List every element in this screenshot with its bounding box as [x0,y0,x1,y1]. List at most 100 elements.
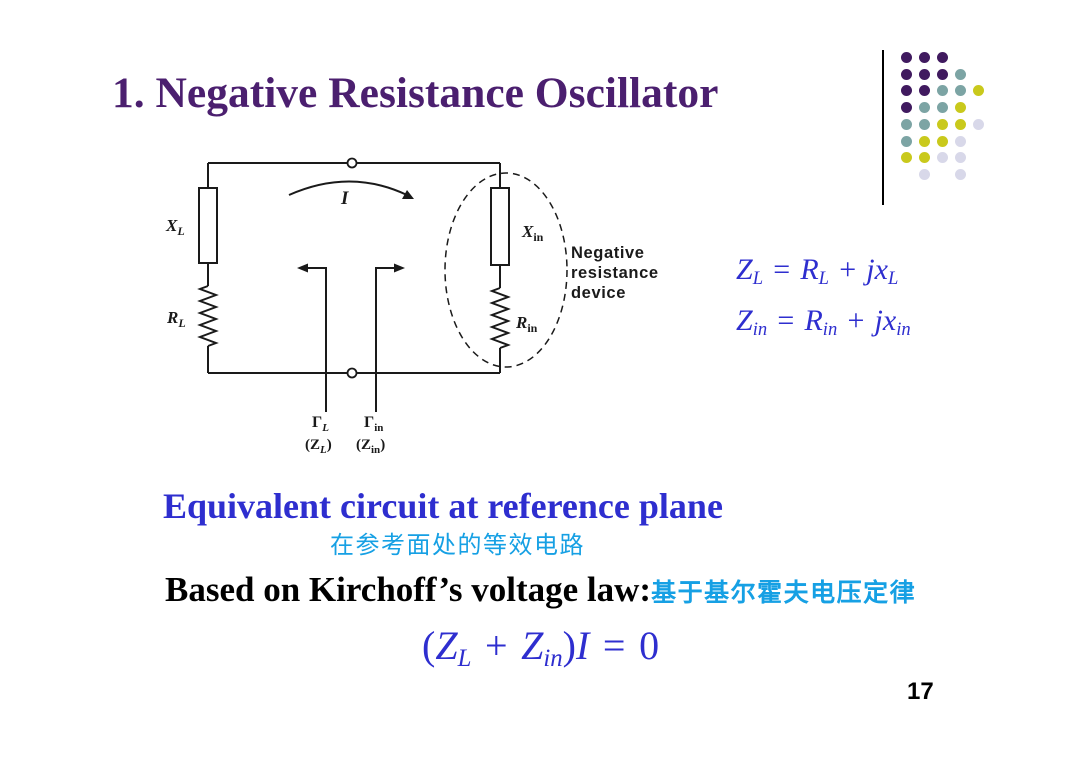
device-reactance-subscript: in [533,230,543,244]
decorative-dot [901,136,912,147]
device-label-line-3: device [571,284,626,302]
kvl-open-paren: ( [422,623,436,668]
device-resistance-label: Rin [515,313,538,335]
decorative-dot [919,169,930,180]
load-resistance-subscript: L [177,316,185,330]
device-label-line-2: resistance [571,264,659,282]
kvl-equals: = [602,623,626,668]
decorative-dot [919,85,930,96]
current-arrow [288,180,408,196]
load-impedance-subscript: L [319,444,327,456]
decorative-dot [937,136,948,147]
page-number: 17 [907,678,934,705]
zl-lhs-subscript: L [752,268,764,290]
current-label: I [340,188,349,209]
zl-lhs: Z [736,253,753,286]
input-reference-line [375,267,396,412]
device-resistor [489,287,511,349]
decorative-dot [901,69,912,80]
input-reflection-symbol: Γ [364,414,374,431]
load-reflection-subscript: L [321,422,329,434]
load-impedance-equation: Z L = R L + jx L [736,253,898,290]
decorative-dot-grid [901,52,985,182]
zl-real-part: R [800,253,819,286]
decorative-dot [919,136,930,147]
decorative-dot [973,85,984,96]
decorative-dot [937,69,948,80]
decorative-dot [901,102,912,113]
decorative-dot [901,152,912,163]
decorative-dot [937,52,948,63]
decorative-dot [937,102,948,113]
decorative-dot [955,169,966,180]
decorative-dot [919,52,930,63]
zin-lhs: Z [736,304,753,337]
input-impedance-close: ) [380,437,385,453]
decorative-dot [901,52,912,63]
kvl-z1-subscript: L [457,644,472,672]
load-impedance-open: (Z [305,437,320,453]
load-reactance-symbol: X [165,216,178,235]
input-reference-arrowhead [394,263,405,273]
top-terminal [346,157,358,169]
decorative-dot [955,119,966,130]
kvl-plus: + [484,623,508,668]
device-reactance-element [490,187,510,266]
load-resistor [197,285,219,347]
bottom-terminal [346,367,358,379]
device-reactance-label: Xin [521,222,544,244]
decorative-dot [955,69,966,80]
input-reflection-label: Γin [364,414,383,434]
zin-real-part: R [804,304,823,337]
kvl-statement: Based on Kirchoff’s voltage law: 基于基尔霍夫电… [165,572,916,607]
kvl-z2: Z [521,623,544,668]
device-reactance-symbol: X [521,222,534,241]
zin-real-subscript: in [822,319,838,341]
input-impedance-equation: Z in = R in + jx in [736,304,911,341]
decorative-dot [919,69,930,80]
decorative-dot [901,85,912,96]
decorative-dot [955,102,966,113]
zin-imag-part: jx [874,304,897,337]
circuit-wiring [197,162,511,374]
kvl-statement-chinese: 基于基尔霍夫电压定律 [651,578,917,607]
load-reactance-label: XL [165,216,185,238]
zin-equals: = [777,304,795,337]
decorative-dot [955,152,966,163]
diagram-caption: Equivalent circuit at reference plane [163,486,723,526]
kvl-statement-text: Based on Kirchoff’s voltage law: [165,570,652,609]
decorative-dot [937,85,948,96]
load-reference-arrowhead [297,263,308,273]
equivalent-circuit-diagram: XL RL Xin Rin I Negative resistance devi… [165,157,659,456]
decorative-dot [955,136,966,147]
slide-title: 1. Negative Resistance Oscillator [112,69,719,117]
decorative-dot [937,119,948,130]
decorative-dot [937,152,948,163]
decorative-dot [919,152,930,163]
zl-equals: = [773,253,791,286]
decorative-dot [901,119,912,130]
load-reflection-label: ΓL [312,414,329,434]
current-arrowhead [402,190,414,199]
load-reactance-element [198,187,218,264]
diagram-caption-chinese: 在参考面处的等效电路 [330,531,585,559]
zl-imag-part: jx [866,253,888,286]
kvl-close-paren: ) [562,623,576,668]
decorative-dot [973,119,984,130]
zin-lhs-subscript: in [752,319,768,341]
load-impedance-label: (ZL) [305,437,332,456]
zl-imag-subscript: L [887,268,899,290]
kvl-current: I [576,623,590,668]
header-divider [882,50,884,205]
input-impedance-label: (Zin) [356,437,385,456]
load-impedance-close: ) [327,437,332,453]
load-resistance-label: RL [166,308,186,330]
zin-imag-subscript: in [896,319,911,341]
device-label-line-1: Negative [571,244,645,262]
kvl-z2-subscript: in [543,644,563,672]
decorative-dot [955,85,966,96]
load-reflection-symbol: Γ [312,414,322,431]
negative-resistance-device-boundary [444,172,568,368]
load-resistance-symbol: R [166,308,178,327]
kvl-rhs: 0 [639,623,660,668]
